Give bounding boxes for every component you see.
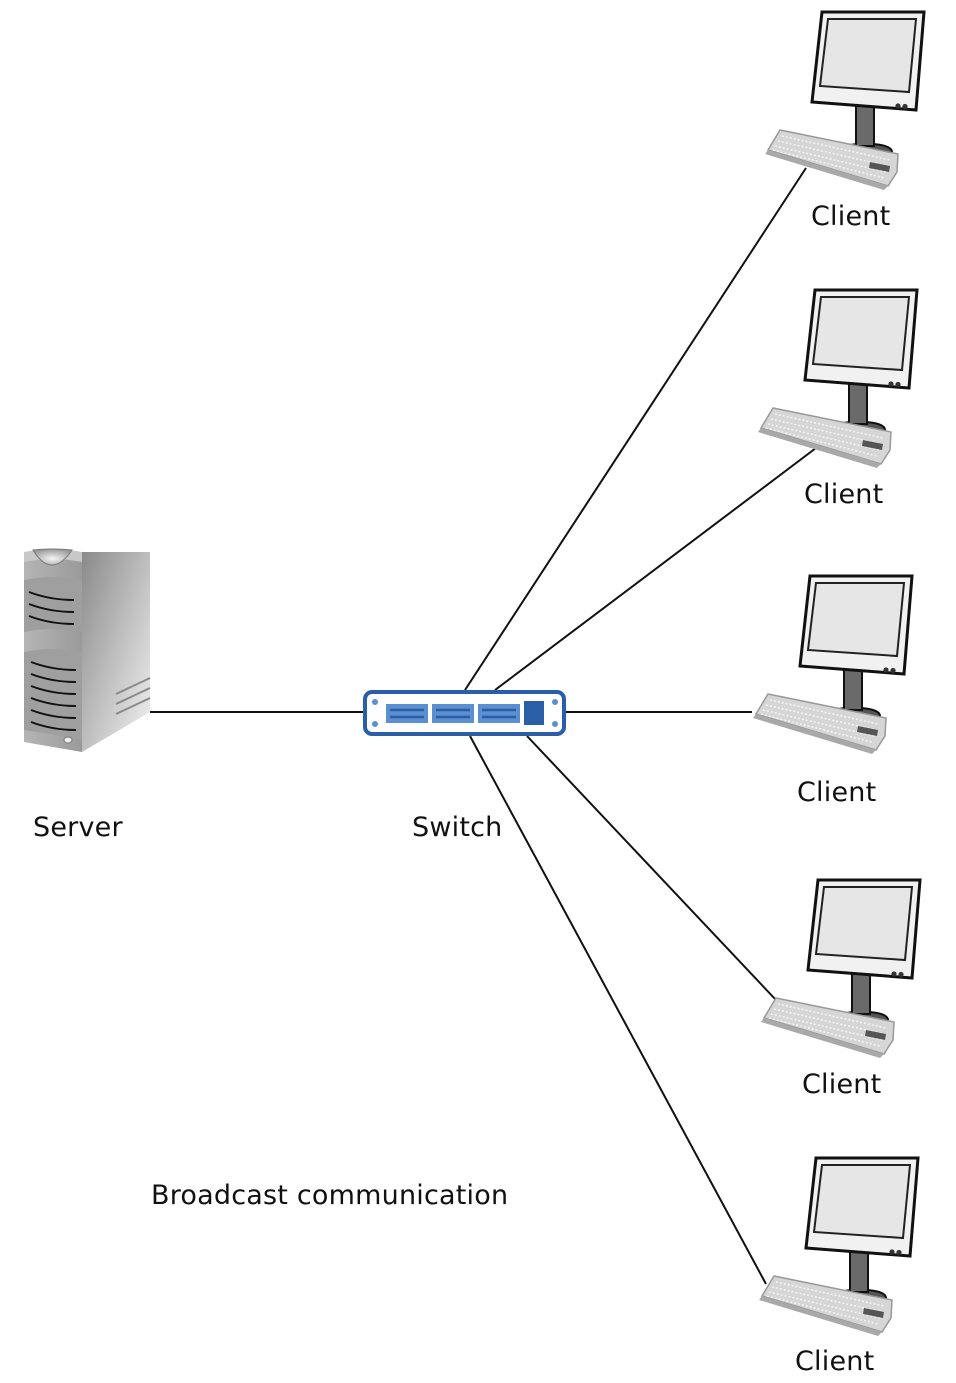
switch-port-2 <box>432 704 474 723</box>
client-4-icon <box>759 878 922 1060</box>
client-label: Client <box>797 777 877 808</box>
switch-uplink-port <box>524 701 544 725</box>
connection-switch-client-5 <box>469 735 767 1285</box>
server-label: Server <box>33 812 123 843</box>
diagram-title: Broadcast communication <box>151 1180 509 1211</box>
client-1-icon <box>763 10 926 192</box>
connections <box>150 167 817 1285</box>
connection-switch-client-2 <box>494 447 817 691</box>
client-3-icon <box>751 574 914 756</box>
server-icon <box>24 548 151 752</box>
client-label: Client <box>804 479 884 510</box>
client-label: Client <box>795 1346 875 1377</box>
client-2-icon <box>756 288 919 470</box>
client-label: Client <box>802 1069 882 1100</box>
switch-port-3 <box>478 704 520 723</box>
switch-port-1 <box>386 704 428 723</box>
switch-icon <box>363 690 566 736</box>
connection-switch-client-4 <box>526 735 777 1001</box>
switch-ports <box>386 701 544 725</box>
client-5-icon <box>757 1156 920 1338</box>
connection-switch-client-1 <box>464 167 807 691</box>
client-label: Client <box>811 201 891 232</box>
switch-label: Switch <box>412 812 503 843</box>
